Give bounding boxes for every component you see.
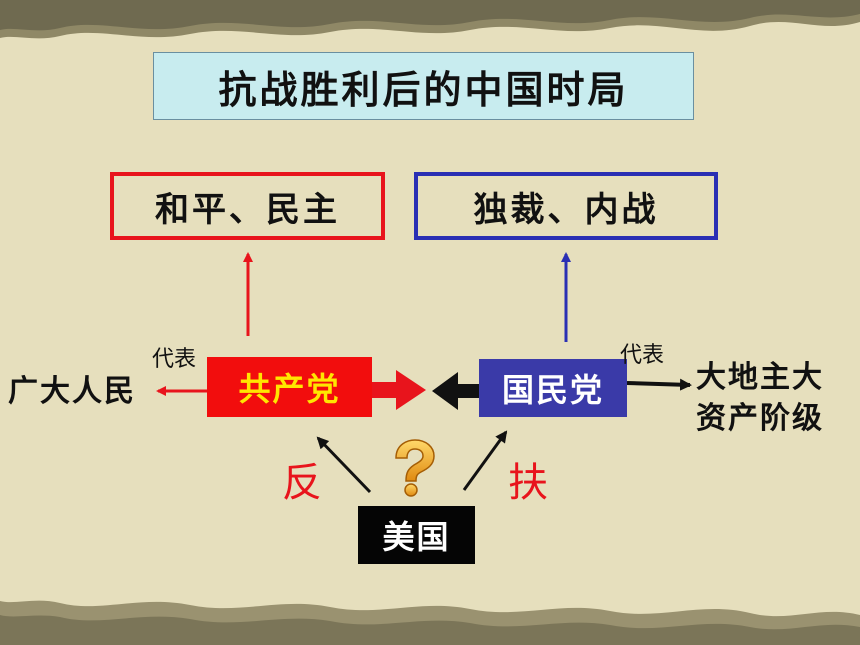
group-landlords-line1: 大地主大 [696, 360, 824, 395]
group-landlords-line2: 资产阶级 [696, 401, 824, 436]
represents-label-right: 代表 [620, 343, 665, 368]
goal-peace-democracy: 和平、民主 [110, 172, 385, 240]
slide-title: 抗战胜利后的中国时局 [153, 52, 694, 120]
usa-box: 美国 [358, 506, 475, 564]
kmt-box: 国民党 [479, 359, 627, 417]
represents-label-left: 代表 [152, 347, 197, 372]
torn-paper-top [0, 0, 860, 39]
usa-support-label: 扶 [508, 460, 548, 506]
arrow-usa-oppose [316, 436, 372, 494]
arrow-kmt-confront [432, 372, 479, 410]
arrow-cpc-confront [372, 370, 426, 410]
arrow-kmt-to-landlords [626, 378, 692, 391]
arrow-usa-support [462, 430, 508, 491]
cpc-box: 共产党 [207, 357, 372, 417]
torn-paper-bottom [0, 600, 860, 645]
question-mark-icon [395, 439, 435, 497]
usa-oppose-label: 反 [282, 460, 322, 506]
group-broad-masses: 广大人民 [8, 374, 136, 409]
goal-dictatorship-civil-war: 独裁、内战 [414, 172, 718, 240]
